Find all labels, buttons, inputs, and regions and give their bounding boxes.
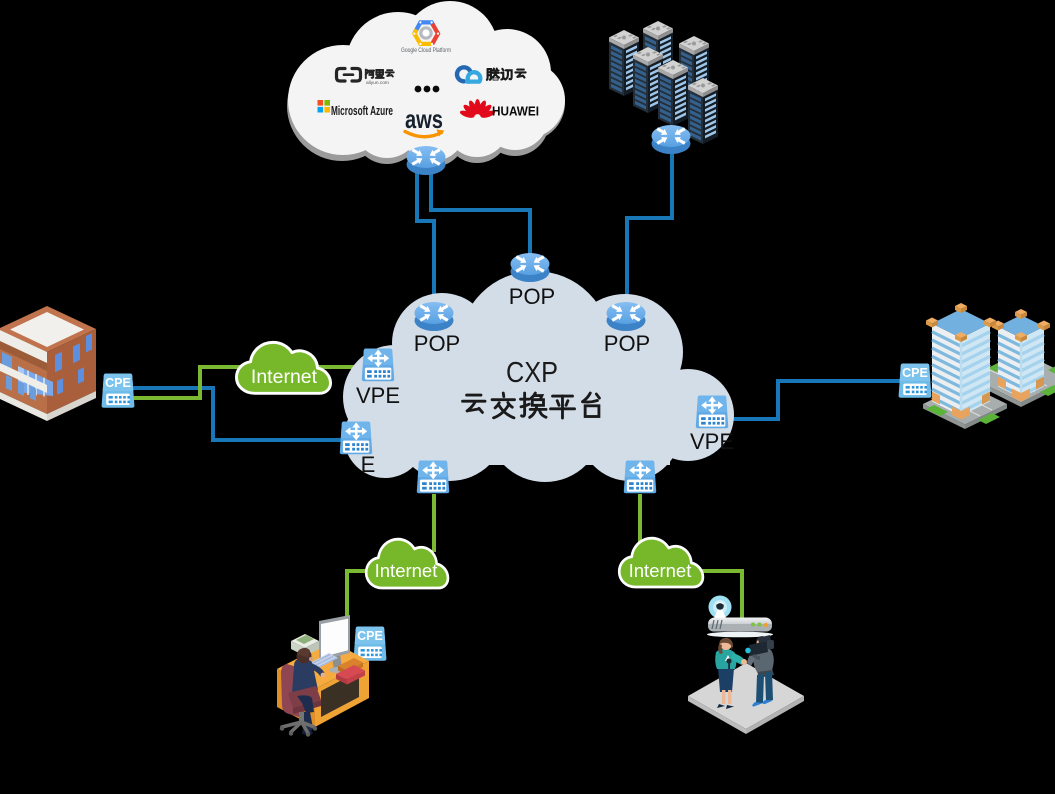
svg-text:CXP: CXP <box>506 357 558 389</box>
svg-text:POP: POP <box>509 284 555 309</box>
svg-text:Microsoft Azure: Microsoft Azure <box>331 104 393 118</box>
svg-text:POP: POP <box>414 331 460 356</box>
svg-text:VPE: VPE <box>356 383 400 408</box>
svg-text:aliyun.com: aliyun.com <box>366 80 389 86</box>
svg-text:Google Cloud Platform: Google Cloud Platform <box>401 48 451 54</box>
svg-text:E: E <box>361 452 376 477</box>
svg-text:aws: aws <box>405 104 443 134</box>
svg-text:POP: POP <box>604 331 650 356</box>
svg-text:HUAWEI: HUAWEI <box>492 104 539 119</box>
svg-text:Internet: Internet <box>629 560 692 581</box>
svg-text:Internet: Internet <box>375 560 438 581</box>
svg-text:VPE: VPE <box>690 429 734 454</box>
svg-text:Internet: Internet <box>251 366 318 388</box>
